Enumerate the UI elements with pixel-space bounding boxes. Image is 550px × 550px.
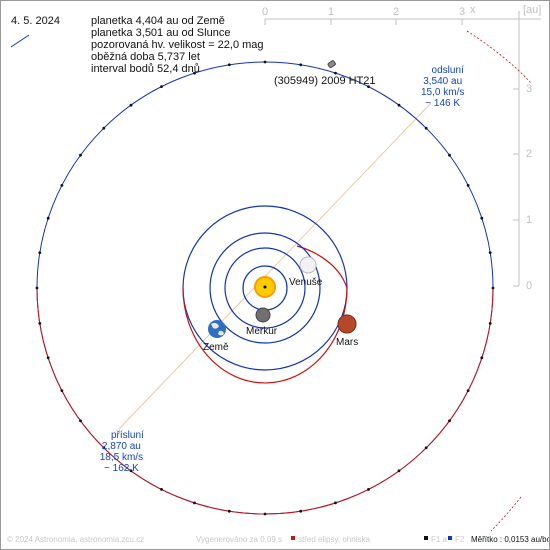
legend-center-label: střed elipsy, ohniska	[298, 535, 370, 544]
orbit-point	[160, 85, 163, 88]
right-axis	[513, 11, 520, 287]
outer-orbit-arc-bottom	[490, 496, 522, 532]
aphelion-block: odsluní 3,540 au 15,0 km/s ~ 146 K	[421, 65, 464, 109]
earth-label: Země	[203, 342, 229, 353]
orbit-point	[38, 322, 42, 325]
legend-center-marker	[291, 536, 295, 540]
date-label: 4. 5. 2024	[11, 15, 60, 27]
orbit-point	[334, 71, 337, 75]
mars-icon	[337, 314, 357, 334]
venus-icon	[299, 256, 317, 274]
orbit-point	[227, 509, 231, 513]
outer-orbit-arc-top	[466, 30, 532, 84]
orbit-point	[46, 356, 50, 360]
axis-unit-label: [au]	[523, 4, 542, 16]
mercury-icon	[255, 307, 271, 323]
orbit-point	[448, 153, 451, 157]
axis-tick-x-3: 3	[458, 6, 466, 18]
footer-copyright: © 2024 Astronomia, astronomia.zcu.cz	[7, 535, 145, 544]
orbit-point	[35, 286, 39, 290]
orbit-point	[60, 389, 64, 392]
info-period: oběžná doba 5,737 let	[91, 51, 200, 63]
legend-f2-label: F2	[455, 535, 465, 544]
perihelion-speed: 18,5 km/s	[99, 452, 144, 463]
axis-tick-x-2: 2	[392, 6, 400, 18]
earth-orbit	[209, 232, 321, 344]
info-block: planetka 4,404 au od Země planetka 3,501…	[91, 15, 264, 75]
sun-icon	[254, 276, 276, 298]
orbit-point	[466, 389, 470, 392]
orbit-point	[448, 419, 451, 423]
orbit-point	[488, 251, 492, 255]
orbit-point	[102, 446, 106, 450]
perihelion-title: přísluní	[111, 430, 144, 441]
axis-tick-y-0: 0	[526, 280, 533, 292]
footer-generated: Vygenerováno za 0,09 s	[196, 535, 282, 544]
aphelion-speed: 15,0 km/s	[421, 87, 465, 98]
orbit-point	[263, 512, 267, 516]
orbit-point	[193, 501, 196, 505]
perihelion-block: přísluní 2,870 au 18,5 km/s ~ 162 K	[99, 430, 144, 474]
orbit-point	[38, 251, 42, 255]
orbit-point	[46, 216, 50, 220]
scale-label: Měřítko : 0,0153 au/bod	[471, 535, 550, 544]
earth-direction-arrow	[10, 34, 30, 48]
orbit-point	[102, 126, 106, 130]
aphelion-distance: 3,540 au	[423, 76, 463, 87]
asteroid-label: (305949) 2009 HT21	[274, 75, 376, 87]
asteroid-icon	[327, 60, 336, 68]
orbit-point	[397, 103, 401, 107]
info-sun-distance: planetka 3,501 au od Slunce	[91, 27, 231, 39]
top-axis	[264, 18, 541, 25]
axis-x-label: x	[470, 4, 476, 16]
orbit-point	[491, 286, 495, 290]
info-magnitude: pozorovaná hv. velikost = 22,0 mag	[91, 39, 264, 51]
perihelion-temperature: ~ 162 K	[104, 463, 139, 474]
orbit-point	[424, 126, 428, 130]
venus-orbit	[224, 247, 306, 329]
axis-tick-y-3: 3	[526, 83, 533, 95]
mars-label: Mars	[336, 337, 359, 348]
axis-tick-y-1: 1	[526, 214, 533, 226]
axis-tick-x-0: 0	[261, 6, 269, 18]
axis-tick-y-2: 2	[526, 148, 533, 160]
aphelion-title: odsluní	[431, 65, 464, 76]
orbit-point	[299, 509, 303, 513]
apsides-line	[118, 102, 432, 430]
aphelion-temperature: ~ 146 K	[425, 98, 461, 109]
axis-tick-x-1: 1	[327, 6, 335, 18]
mars-orbit-south-arc	[182, 245, 348, 384]
orbit-point	[227, 63, 231, 67]
orbit-point	[488, 322, 492, 325]
orbit-point	[466, 184, 470, 187]
orbit-point	[79, 153, 82, 157]
orbit-point	[424, 446, 428, 450]
earth-icon	[208, 320, 226, 338]
asteroid-orbit-points	[35, 60, 495, 516]
orbit-point	[160, 488, 163, 491]
legend-f1-marker	[424, 536, 428, 540]
legend-f2-marker	[448, 536, 452, 540]
orbit-point	[60, 184, 64, 187]
info-earth-distance: planetka 4,404 au od Země	[91, 15, 225, 27]
orbit-point	[480, 356, 484, 360]
legend-f1-label: F1 a	[431, 535, 448, 544]
orbit-point	[480, 216, 484, 220]
venus-label: Venuše	[289, 277, 323, 288]
orbit-point	[367, 85, 370, 88]
orbit-point	[367, 488, 370, 491]
info-interval: interval bodů 52,4 dnů	[91, 63, 200, 75]
orbit-point	[193, 71, 196, 75]
orbit-point	[79, 419, 82, 423]
orbit-point	[129, 103, 133, 107]
orbit-point	[299, 63, 303, 67]
perihelion-distance: 2,870 au	[101, 441, 141, 452]
orbit-point	[397, 469, 401, 473]
mercury-label: Merkur	[246, 326, 278, 337]
orbit-point	[263, 60, 267, 64]
orbit-point	[334, 501, 337, 505]
orbit-point	[129, 469, 133, 473]
